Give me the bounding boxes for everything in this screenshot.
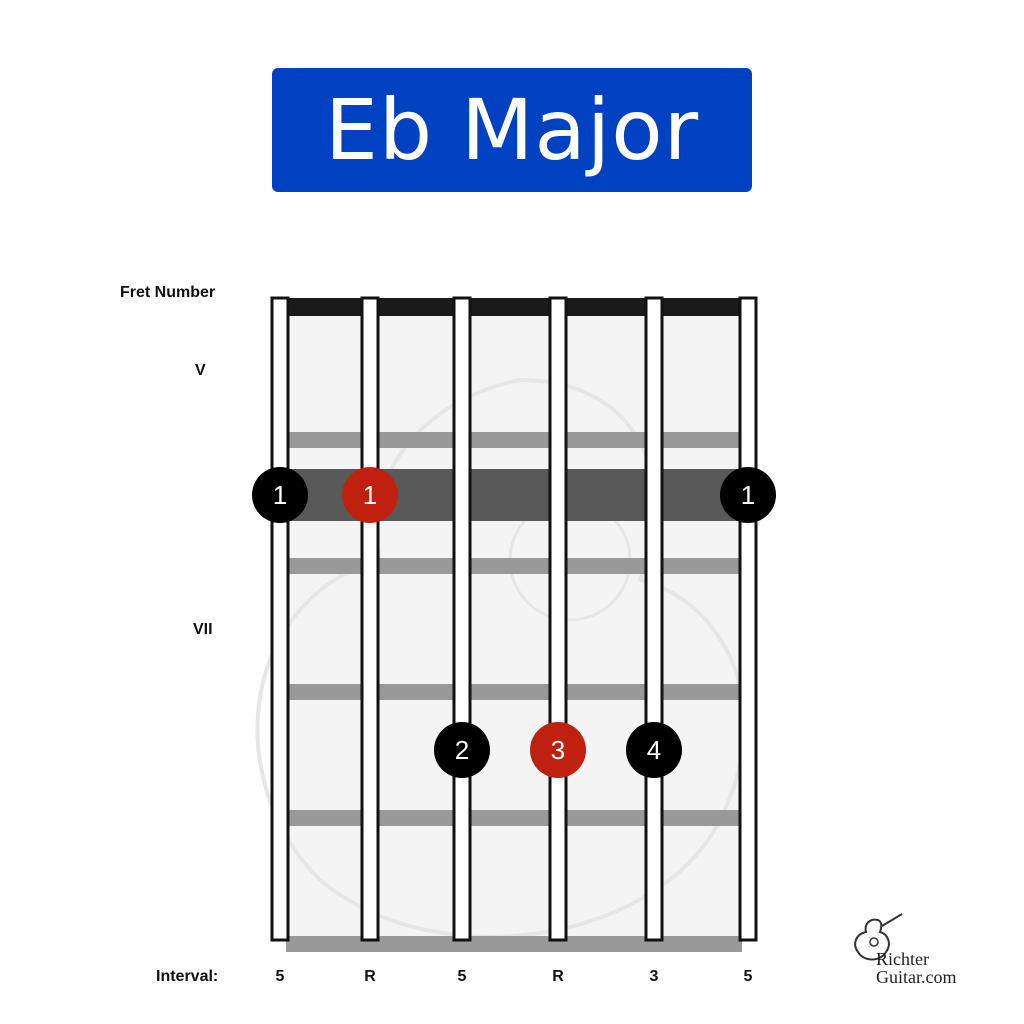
string-2 <box>360 296 380 942</box>
string-1 <box>270 296 290 942</box>
interval-value: 5 <box>743 968 753 985</box>
string-4 <box>548 296 568 942</box>
fret-wire <box>286 432 742 448</box>
fret-v-label: V <box>195 362 206 379</box>
interval-value: 3 <box>649 968 659 985</box>
richter-guitar-logo: Richter Guitar.com <box>848 912 1008 992</box>
title-banner: Eb Major <box>272 68 752 192</box>
finger-dot <box>720 467 776 523</box>
fret-vii-label: VII <box>193 621 213 638</box>
string-6 <box>738 296 758 942</box>
finger-number: 1 <box>273 480 287 510</box>
finger-number: 4 <box>647 735 661 765</box>
logo-line-1: Richter <box>876 949 929 969</box>
fret-number-label: Fret Number <box>120 284 216 301</box>
nut-bar <box>274 298 754 316</box>
fretboard-background <box>274 298 754 940</box>
finger-number: 3 <box>551 735 565 765</box>
fret-wire <box>286 936 742 952</box>
finger-dot <box>252 467 308 523</box>
finger-number: 1 <box>363 480 377 510</box>
finger-dot <box>626 722 682 778</box>
logo-line-2: Guitar.com <box>876 967 957 987</box>
fret-wire <box>286 810 742 826</box>
finger-dot <box>434 722 490 778</box>
logo-text: Richter Guitar.com <box>876 950 956 986</box>
fret-wire <box>286 684 742 700</box>
interval-value: R <box>552 968 564 985</box>
interval-label: Interval: <box>156 968 219 985</box>
interval-value: 5 <box>275 968 285 985</box>
finger-dot <box>530 722 586 778</box>
fret-wire <box>286 558 742 574</box>
interval-value: R <box>364 968 376 985</box>
interval-value: 5 <box>457 968 467 985</box>
finger-number: 2 <box>455 735 469 765</box>
chord-title: Eb Major <box>324 81 700 179</box>
guitar-logo-icon <box>854 913 903 961</box>
string-3 <box>452 296 472 942</box>
finger-number: 1 <box>741 480 755 510</box>
string-5 <box>644 296 664 942</box>
finger-dot <box>342 467 398 523</box>
